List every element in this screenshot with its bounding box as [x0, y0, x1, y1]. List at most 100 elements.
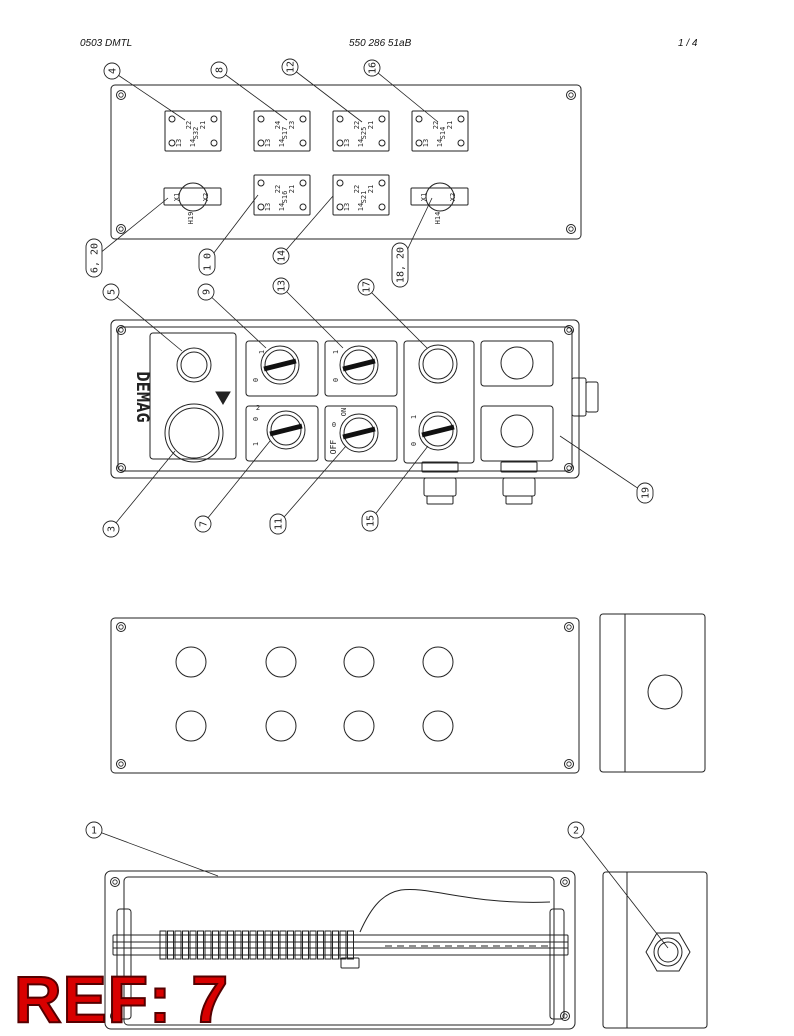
terminal-block	[324, 930, 332, 960]
callout-balloon	[391, 242, 409, 288]
mounting-hole	[422, 710, 454, 742]
callout-number: 1 0	[203, 253, 214, 271]
module-switch-11	[324, 405, 398, 462]
callout-number: 5	[107, 289, 118, 295]
mounting-hole	[265, 646, 297, 678]
terminal-screw	[299, 139, 307, 147]
label-text: 1	[410, 415, 418, 419]
callout-balloon	[210, 61, 228, 79]
contact-terminal-label: 22	[432, 121, 440, 129]
callout-number: 19	[641, 487, 652, 499]
terminal-block	[347, 930, 354, 960]
contact-block-S14	[411, 110, 469, 152]
mounting-hole	[343, 710, 375, 742]
mounting-hole	[265, 710, 297, 742]
callout-number: 4	[108, 68, 119, 74]
callout-balloon	[636, 482, 654, 504]
callout-balloon	[567, 821, 585, 839]
leader-line	[93, 197, 169, 259]
label-text: 2	[256, 404, 260, 412]
leader-line	[365, 286, 428, 349]
contact-terminal-label: 14	[357, 203, 365, 211]
lamp-terminal-label: X1	[173, 193, 181, 201]
callout-balloon	[85, 238, 103, 278]
header-page-number: 1 / 4	[678, 38, 698, 49]
terminal-block	[174, 930, 182, 960]
contact-terminal-label: 21	[367, 121, 375, 129]
mounting-hole	[422, 646, 454, 678]
callout-number: 15	[366, 515, 377, 527]
back-view-housing	[110, 617, 580, 774]
callout-number: 3	[107, 526, 118, 532]
terminal-block	[167, 930, 174, 960]
contact-id-label: S14	[439, 127, 447, 140]
lamp-socket-H14	[425, 182, 455, 212]
side-view	[599, 613, 706, 773]
callout-number: 16	[368, 62, 379, 74]
leader-line	[277, 445, 347, 525]
leader-line	[575, 829, 669, 949]
contact-terminal-label: 14	[189, 139, 197, 147]
terminal-block	[339, 930, 347, 960]
wire	[359, 888, 551, 933]
screw	[564, 622, 574, 632]
callout-number: 12	[286, 61, 297, 73]
callout-balloon	[197, 283, 215, 301]
terminal-block	[294, 930, 302, 960]
callout-number: 2	[573, 826, 579, 837]
terminal-block	[204, 930, 212, 960]
side-gland-hole	[647, 674, 683, 710]
contact-terminal-label: 21	[199, 121, 207, 129]
screw	[566, 90, 576, 100]
leader-line	[559, 435, 646, 494]
leader-line	[218, 69, 288, 121]
callout-number: 7	[199, 521, 210, 527]
label-text: 0	[332, 378, 340, 382]
contact-terminal-label: 13	[343, 203, 351, 211]
screw	[560, 877, 570, 887]
label-text: 1	[252, 442, 260, 446]
cable-gland	[500, 461, 538, 473]
terminal-block	[159, 930, 167, 960]
leader-line	[93, 829, 219, 877]
callout-balloon	[363, 59, 381, 77]
interior-housing	[104, 870, 576, 1030]
terminal-block	[227, 930, 234, 960]
lamp-terminal-label: X2	[449, 193, 457, 201]
label-text: 1	[258, 350, 266, 354]
terminal-block	[317, 930, 324, 960]
terminal-block	[242, 930, 249, 960]
terminal-screw	[336, 179, 344, 187]
contact-terminal-label: 13	[175, 139, 183, 147]
terminal-block	[249, 930, 257, 960]
terminal-block	[287, 930, 294, 960]
contact-terminal-label: 14	[436, 139, 444, 147]
terminal-screw	[257, 139, 265, 147]
callout-balloon	[357, 278, 375, 296]
terminal-screw	[378, 115, 386, 123]
interior-side-view	[602, 871, 708, 1029]
callout-number: 6, 20	[90, 243, 101, 273]
terminal-screw	[415, 139, 423, 147]
contact-terminal-label: 13	[264, 139, 272, 147]
terminal-screw	[378, 203, 386, 211]
terminal-block	[189, 930, 197, 960]
screw	[110, 877, 120, 887]
terminal-block	[272, 930, 279, 960]
callout-number: 1	[91, 826, 97, 837]
terminal-block	[257, 930, 264, 960]
lamp-holder-H14	[410, 187, 469, 206]
lamp-id-label: H14	[434, 212, 442, 225]
module-blank-2	[480, 405, 554, 462]
terminal-block	[234, 930, 242, 960]
mounting-hole	[343, 646, 375, 678]
contact-id-label: S25	[360, 127, 368, 140]
contact-terminal-label: 22	[274, 185, 282, 193]
leader-line	[280, 285, 344, 349]
screw	[116, 622, 126, 632]
terminal-screw	[299, 179, 307, 187]
mounting-hole	[175, 710, 207, 742]
contact-layout-panel	[110, 84, 582, 240]
contact-terminal-label: 21	[367, 185, 375, 193]
